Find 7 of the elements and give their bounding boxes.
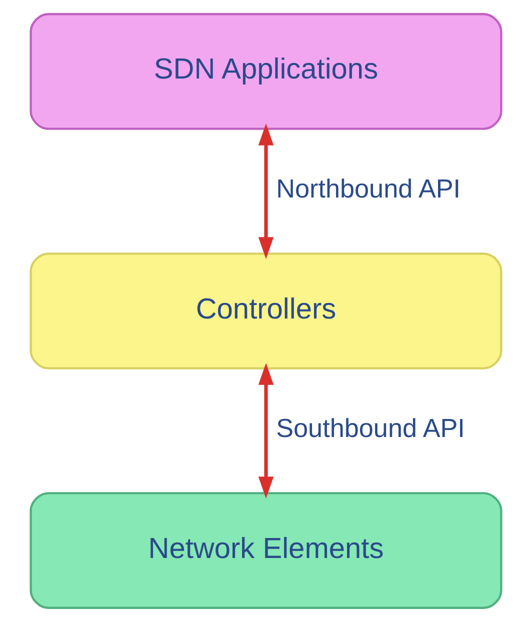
node-box: SDN Applications	[29, 13, 502, 130]
node-box: Controllers	[29, 252, 502, 370]
edge-label: Southbound API	[276, 413, 464, 444]
node-box: Network Elements	[29, 492, 502, 609]
arrow	[258, 363, 274, 499]
edge-label: Northbound API	[276, 174, 460, 204]
arrow	[258, 123, 274, 259]
